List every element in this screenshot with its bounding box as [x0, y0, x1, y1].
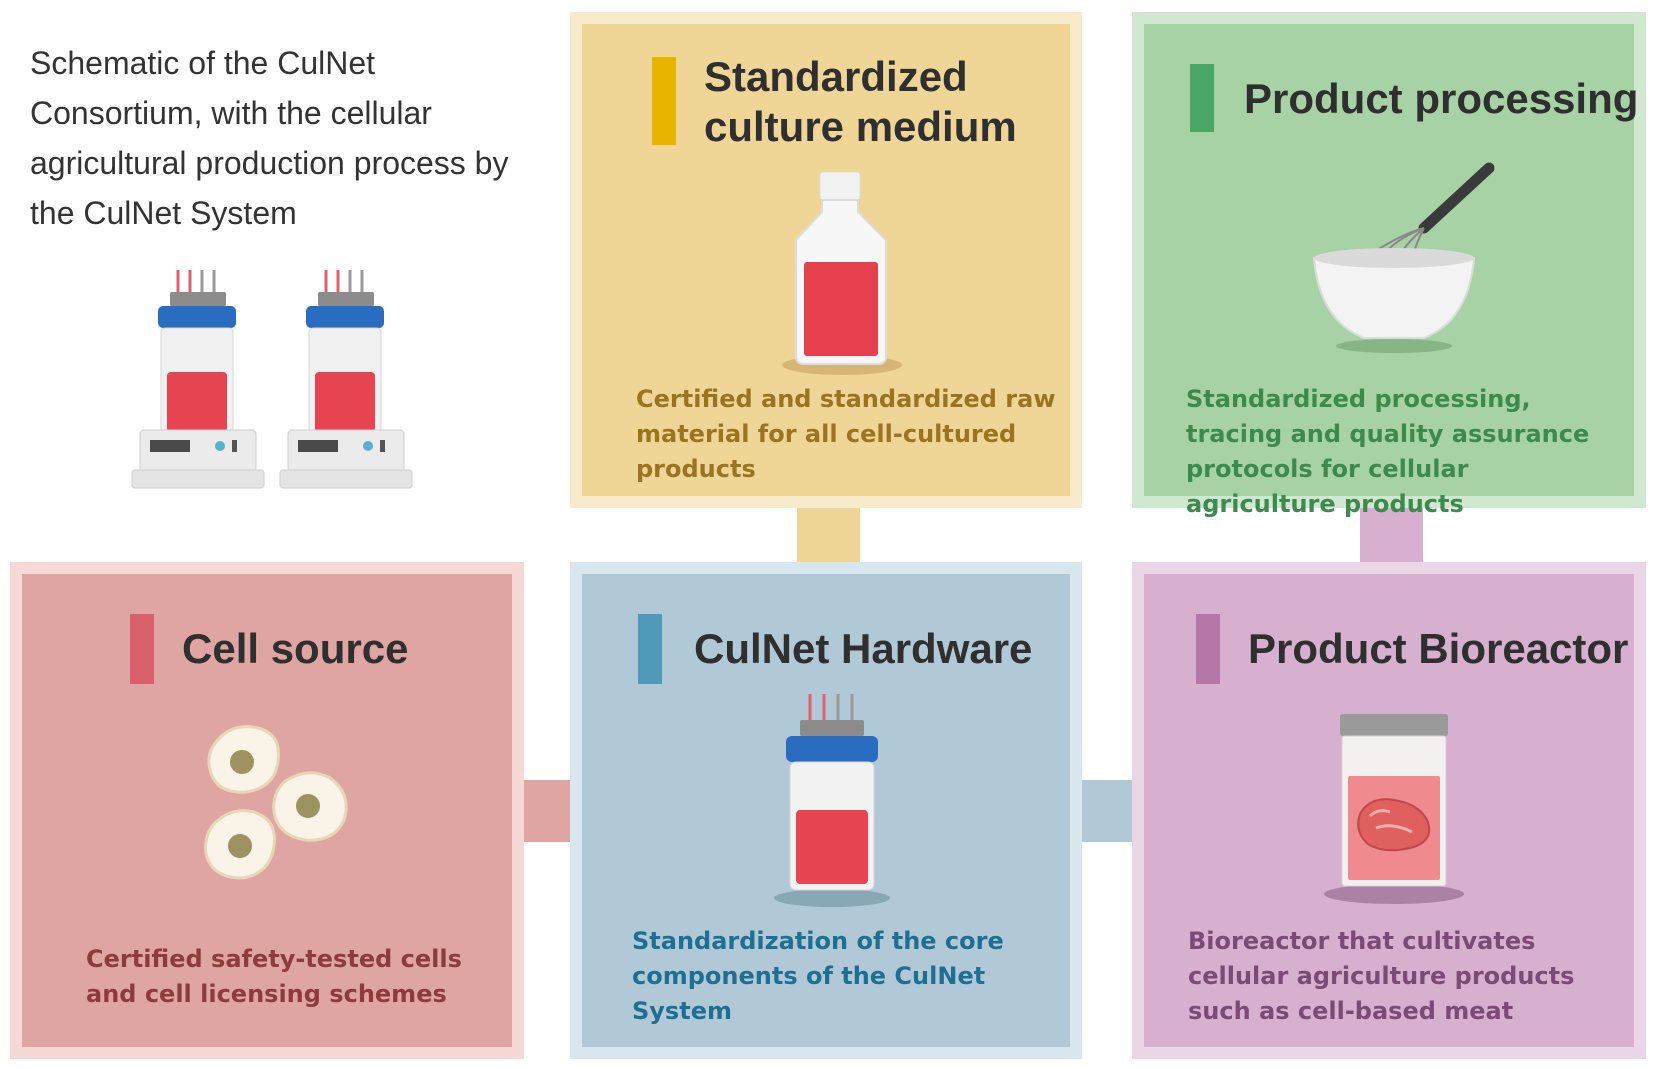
product-bioreactor-description: Bioreactor that cultivates cellular agri…: [1188, 927, 1575, 1025]
cell-source-title: Cell source: [182, 625, 409, 672]
culture-medium-title: Standardized culture medium: [704, 52, 1064, 152]
intro-title: Schematic of the CulNet Consortium, with…: [30, 45, 509, 231]
cell-source-accent-bar: [130, 614, 154, 684]
mixing-bowl-whisk-icon: [1304, 160, 1524, 360]
culnet-hardware-description: Standardization of the core components o…: [632, 927, 1004, 1025]
culture-medium-title-line1: Standardized: [704, 53, 968, 100]
meat-container-icon: [1316, 704, 1476, 914]
product-processing-description: Standardized processing, tracing and qua…: [1186, 385, 1590, 518]
panel-culnet-hardware: CulNet Hardware Standardization of the c…: [570, 562, 1082, 1059]
bioreactor-device-icon: [131, 270, 265, 489]
bioreactor-device-icon: [279, 270, 413, 489]
culture-medium-description: Certified and standardized raw material …: [636, 385, 1056, 483]
bioreactor-vessel-icon: [772, 688, 902, 908]
panel-cell-source: Cell source Certified safety-tested cell…: [10, 562, 524, 1059]
product-processing-title: Product processing: [1244, 75, 1639, 122]
culture-medium-title-line2: culture medium: [704, 103, 1017, 150]
cells-icon: [202, 722, 362, 892]
culnet-hardware-accent-bar: [638, 614, 662, 684]
product-bioreactor-title: Product Bioreactor: [1248, 625, 1629, 672]
cell-source-description: Certified safety-tested cells and cell l…: [86, 945, 462, 1008]
bioreactor-pair-illustration: [128, 262, 428, 512]
culture-medium-bottle-icon: [772, 170, 912, 380]
product-bioreactor-accent-bar: [1196, 614, 1220, 684]
culture-medium-accent-bar: [652, 57, 676, 145]
panel-culture-medium: Standardized culture medium Certified an…: [570, 12, 1082, 508]
culnet-hardware-title: CulNet Hardware: [694, 625, 1033, 672]
panel-product-processing: Product processing Standardized processi…: [1132, 12, 1646, 518]
product-processing-accent-bar: [1190, 64, 1214, 132]
panel-product-bioreactor: Product Bioreactor Bioreactor that culti…: [1132, 562, 1646, 1059]
